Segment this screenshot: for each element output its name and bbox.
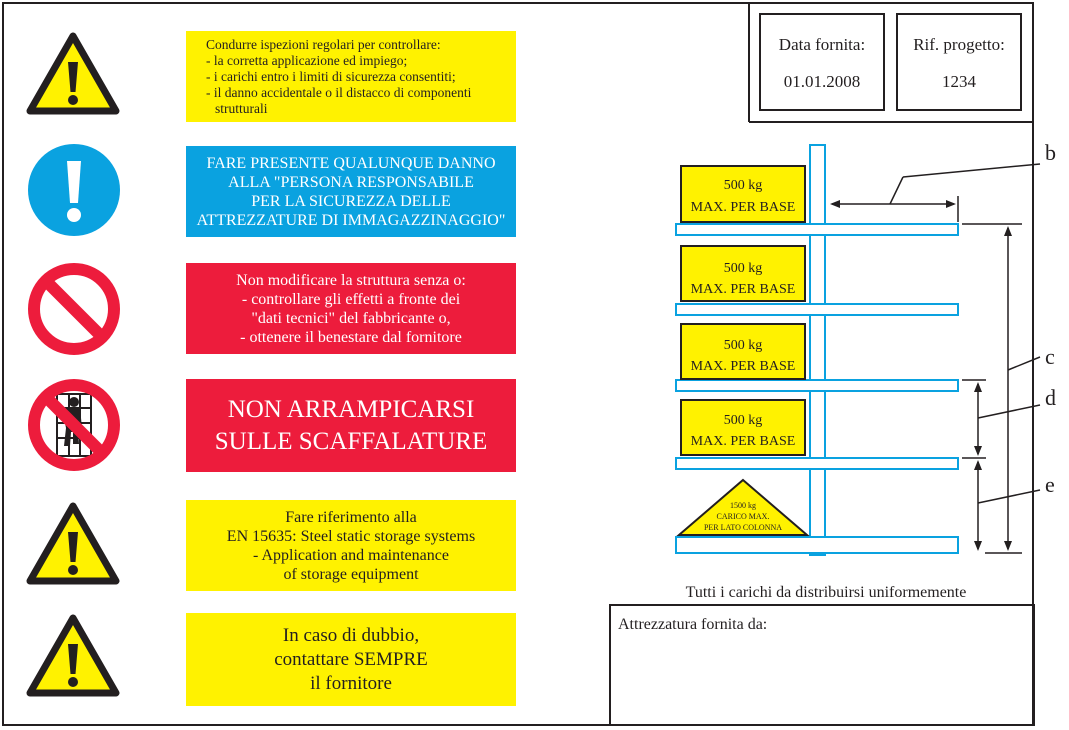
- date-box: Data fornita: 01.01.2008: [759, 13, 885, 111]
- date-value: 01.01.2008: [783, 72, 861, 91]
- warning-triangle-icon: [26, 502, 120, 585]
- mandatory-exclamation-icon: [28, 144, 120, 236]
- panel-line: FARE PRESENTE QUALUNQUE DANNO: [206, 154, 496, 172]
- panel-line: - la corretta applicazione ed impiego;: [206, 52, 408, 68]
- arm-load-line: 500 kg: [724, 413, 763, 428]
- panel-line: - il danno accidentale o il distacco di …: [206, 84, 472, 100]
- panel-line: of storage equipment: [283, 565, 419, 583]
- report-damage-panel: FARE PRESENTE QUALUNQUE DANNO ALLA "PERS…: [186, 146, 516, 237]
- no-modification-panel: Non modificare la struttura senza o: - c…: [186, 263, 516, 354]
- no-climbing-icon: [28, 379, 120, 471]
- panel-line: il fornitore: [310, 672, 392, 694]
- arm-load-line: MAX. PER BASE: [691, 359, 796, 374]
- arm-load-line: MAX. PER BASE: [691, 200, 796, 215]
- rack-arm: [675, 223, 959, 236]
- rack-arm: [675, 379, 959, 392]
- load-box: [680, 245, 806, 302]
- prohibition-icon: [28, 263, 120, 355]
- dimension-label-c: c: [1045, 344, 1055, 369]
- column-load-line: CARICO MAX.: [717, 512, 770, 521]
- dimension-label-b: b: [1045, 140, 1056, 165]
- panel-line: "dati tecnici" del fabbricante o,: [251, 309, 451, 327]
- inspection-notice-panel: Condurre ispezioni regolari per controll…: [186, 31, 516, 122]
- load-box: [680, 165, 806, 223]
- dimension-label-e: e: [1045, 472, 1055, 497]
- panel-line: ALLA "PERSONA RESPONSABILE: [228, 173, 474, 191]
- panel-line: PER LA SICUREZZA DELLE: [251, 192, 451, 210]
- panel-line: strutturali: [215, 100, 268, 116]
- project-ref-label: Rif. progetto:: [913, 35, 1005, 54]
- date-label: Data fornita:: [778, 35, 866, 54]
- arm-load-line: MAX. PER BASE: [691, 434, 796, 449]
- contact-supplier-panel: In caso di dubbio, contattare SEMPRE il …: [186, 613, 516, 706]
- arm-load-line: 500 kg: [724, 338, 763, 353]
- standard-reference-panel: Fare riferimento alla EN 15635: Steel st…: [186, 500, 516, 591]
- panel-line: NON ARRAMPICARSI: [227, 395, 475, 423]
- supplier-box: [609, 604, 1035, 726]
- rack-arm: [675, 457, 959, 470]
- project-ref-value: 1234: [942, 72, 976, 91]
- panel-line: SULLE SCAFFALATURE: [214, 427, 488, 455]
- rack-base: [675, 536, 959, 554]
- column-load-line: 1500 kg: [730, 501, 756, 510]
- column-load-line: PER LATO COLONNA: [704, 523, 782, 532]
- warning-triangle-icon: [26, 32, 120, 115]
- panel-line: EN 15635: Steel static storage systems: [226, 527, 476, 545]
- panel-line: ATTREZZATURE DI IMMAGAZZINAGGIO": [196, 211, 506, 229]
- supplier-label: Attrezzatura fornita da:: [618, 616, 767, 633]
- no-climbing-panel: NON ARRAMPICARSI SULLE SCAFFALATURE: [186, 379, 516, 472]
- column-load-triangle: [676, 478, 810, 536]
- panel-line: Fare riferimento alla: [285, 508, 417, 526]
- panel-line: - controllare gli effetti a fronte dei: [241, 290, 461, 308]
- dimension-label-d: d: [1045, 385, 1056, 410]
- arm-load-line: 500 kg: [724, 178, 763, 193]
- panel-line: - i carichi entro i limiti di sicurezza …: [206, 68, 456, 84]
- load-box: [680, 399, 806, 456]
- warning-triangle-icon: [26, 614, 120, 697]
- arm-load-line: 500 kg: [724, 261, 763, 276]
- diagram-caption: Tutti i carichi da distribuirsi uniforme…: [686, 584, 967, 601]
- arm-load-line: MAX. PER BASE: [691, 282, 796, 297]
- rack-arm: [675, 303, 959, 316]
- panel-line: Non modificare la struttura senza o:: [236, 271, 466, 289]
- load-box: [680, 323, 806, 380]
- panel-line: Condurre ispezioni regolari per controll…: [206, 36, 441, 52]
- panel-line: In caso di dubbio,: [282, 624, 420, 646]
- project-ref-box: Rif. progetto: 1234: [896, 13, 1022, 111]
- panel-line: - Application and maintenance: [253, 546, 449, 564]
- panel-line: contattare SEMPRE: [274, 648, 428, 670]
- rack-column: [809, 144, 826, 556]
- panel-line: - ottenere il benestare dal fornitore: [240, 328, 462, 346]
